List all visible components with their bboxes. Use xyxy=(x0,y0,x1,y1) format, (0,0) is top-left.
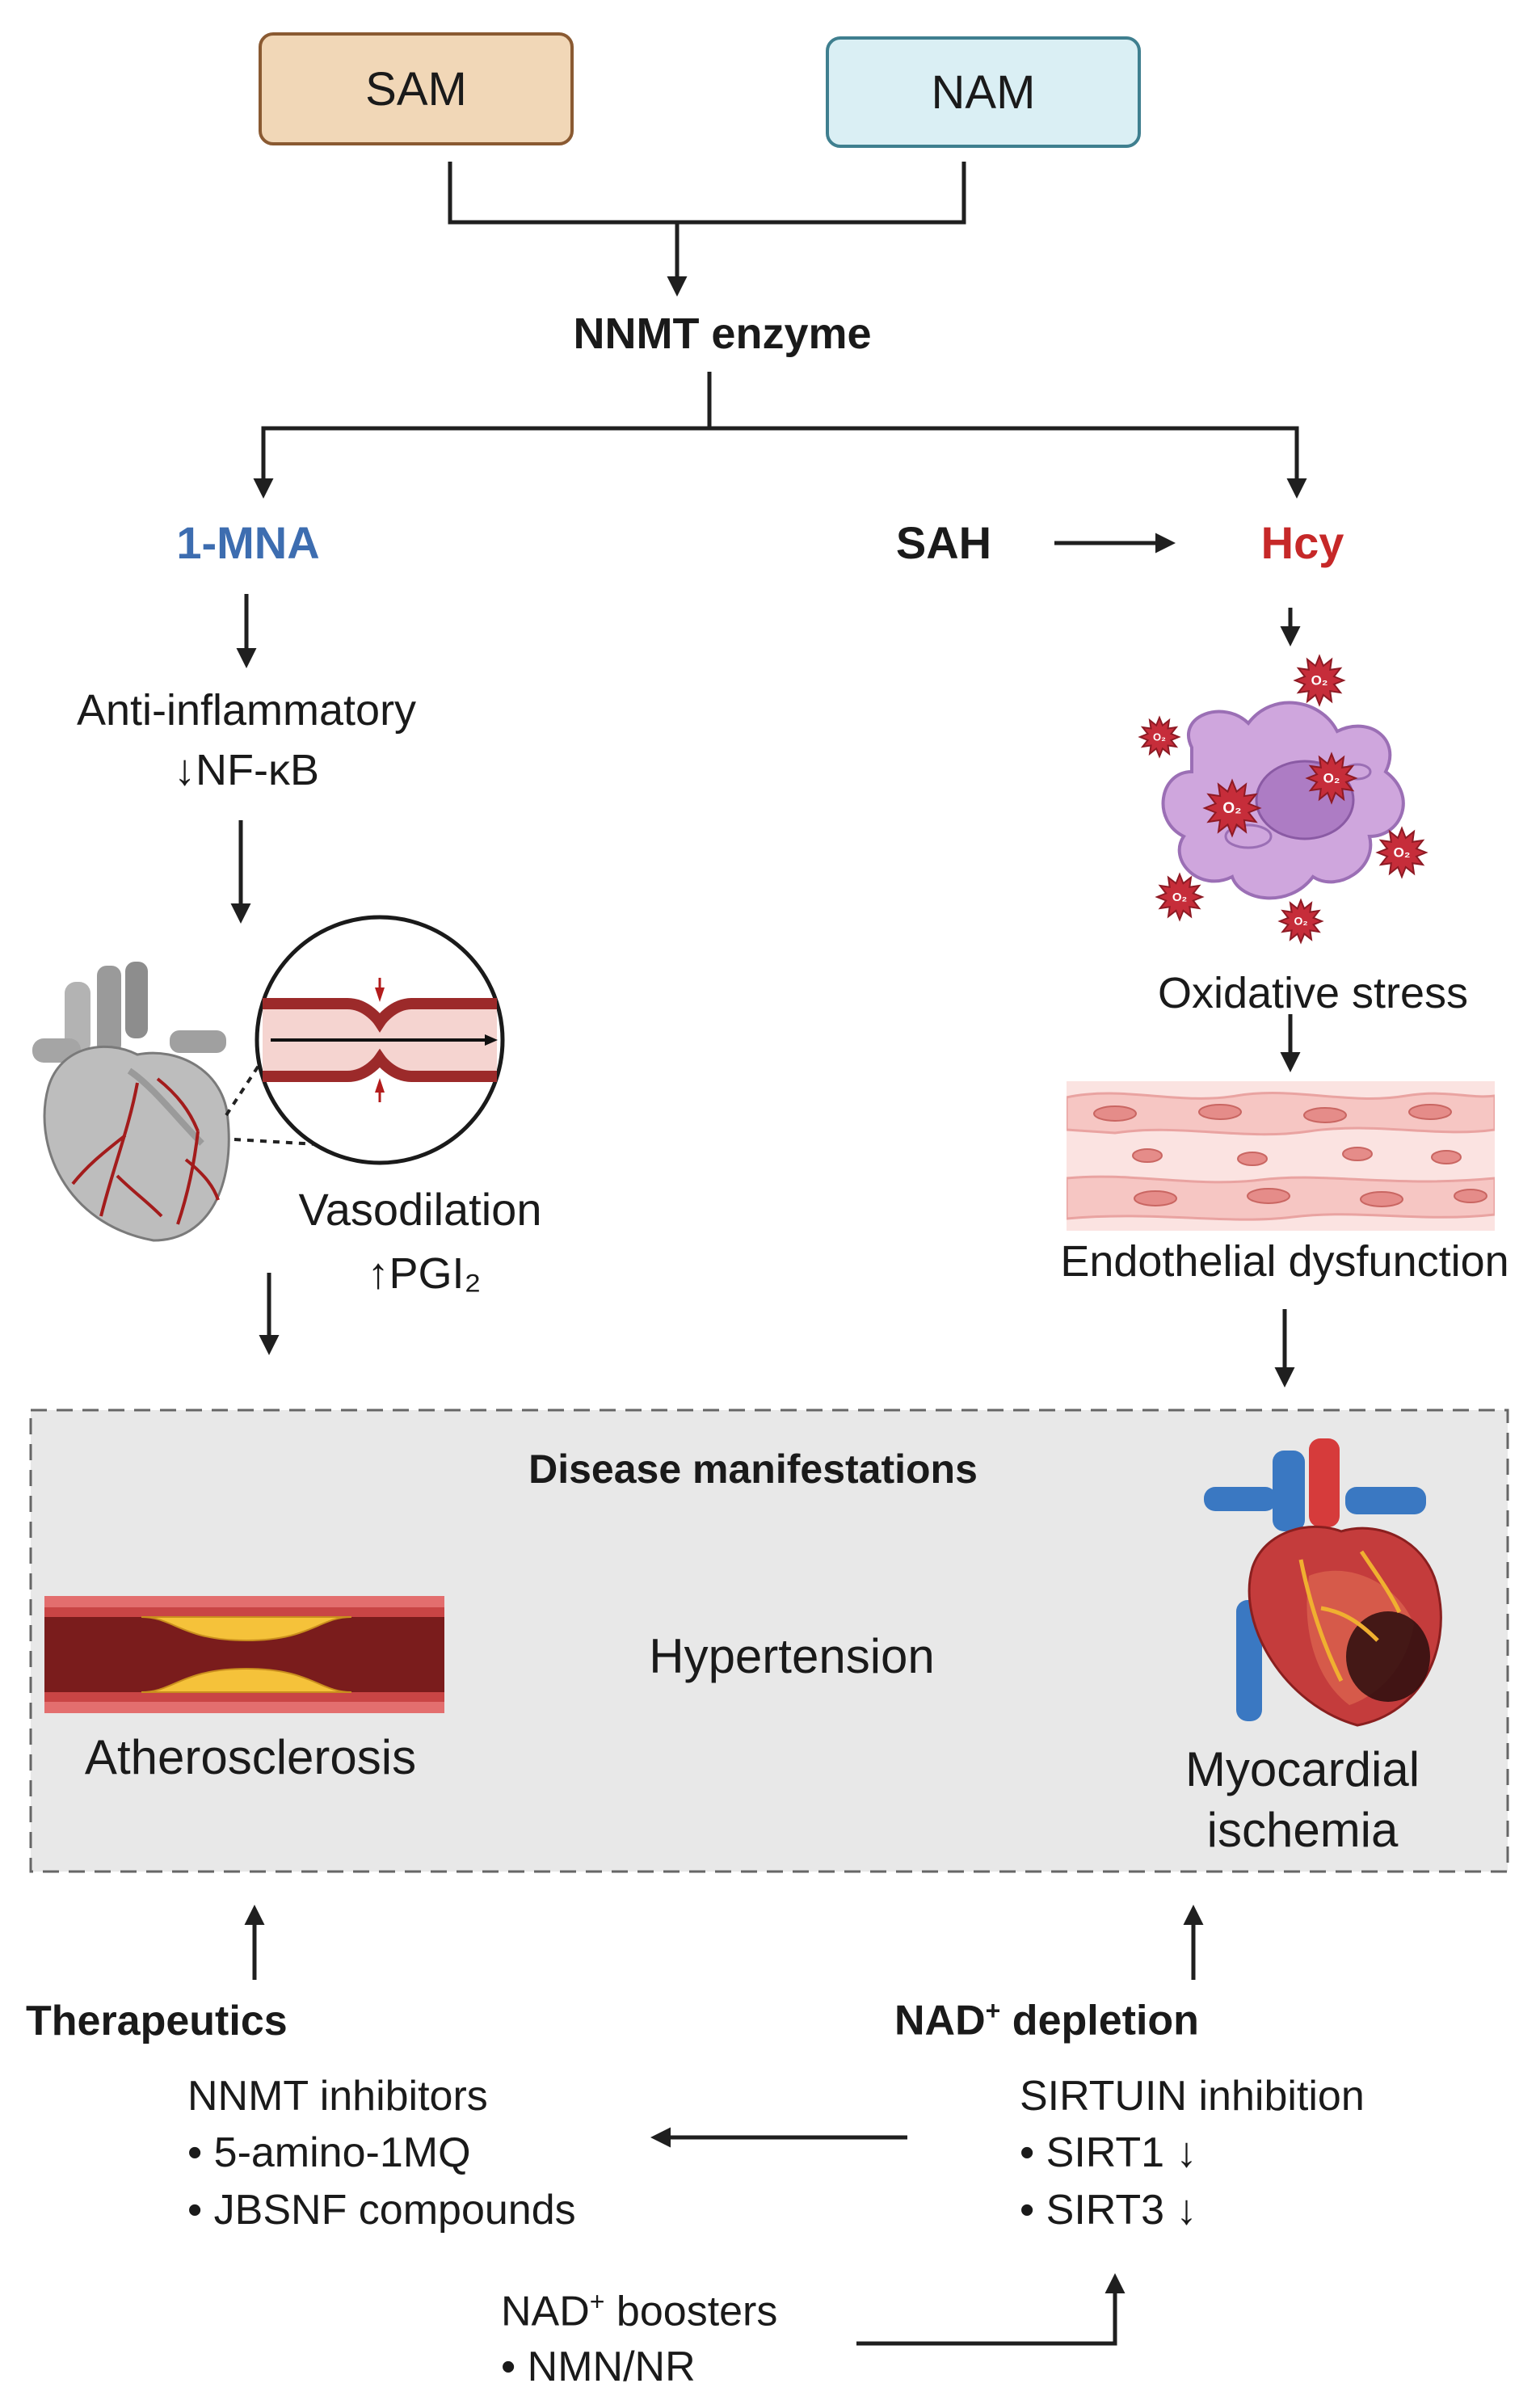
sam-box: SAM xyxy=(259,32,574,145)
o2-radical-label: O₂ xyxy=(1153,731,1166,743)
sirt3-item: • SIRT3 ↓ xyxy=(1020,2187,1197,2234)
inhibitor-item-5-amino-1mq: • 5-amino-1MQ xyxy=(187,2129,471,2176)
hcy-label: Hcy xyxy=(1260,517,1344,568)
sirtuin-inhibition-label: SIRTUIN inhibition xyxy=(1020,2073,1365,2120)
hypertension-label: Hypertension xyxy=(649,1629,935,1683)
sah-label: SAH xyxy=(895,517,992,568)
nam-box: NAM xyxy=(826,36,1141,148)
nam-label: NAM xyxy=(931,65,1036,119)
o2-radical-label: O₂ xyxy=(1311,672,1328,688)
inhibitor-item-jbsnf: • JBSNF compounds xyxy=(187,2187,576,2234)
nmn-nr-item: • NMN/NR xyxy=(501,2343,696,2390)
pgi2-label: ↑PGI₂ xyxy=(367,1249,482,1298)
o2-radical-label: O₂ xyxy=(1294,915,1307,928)
vasodilation-label: Vasodilation xyxy=(298,1184,542,1235)
disease-title: Disease manifestations xyxy=(528,1446,978,1492)
nfkb-label: ↓NF-κB xyxy=(174,746,319,794)
o2-radical-label: O₂ xyxy=(1323,770,1340,785)
myocardial-line2-label: ischemia xyxy=(1206,1803,1399,1857)
therapeutics-title: Therapeutics xyxy=(26,1998,288,2044)
o2-radical-label: O₂ xyxy=(1394,844,1411,860)
oxidative-stress-label: Oxidative stress xyxy=(1157,969,1469,1017)
anti-inflammatory-label: Anti-inflammatory xyxy=(76,686,417,735)
endothelial-dysfunction-label: Endothelial dysfunction xyxy=(1060,1237,1509,1286)
arrow-boosters-to-sirtuin xyxy=(856,2273,1126,2346)
o2-radical-icon: O₂ xyxy=(1277,898,1324,945)
nnmt-inhibitors-label: NNMT inhibitors xyxy=(187,2073,488,2120)
o2-radical-label: O₂ xyxy=(1172,891,1187,904)
sam-label: SAM xyxy=(365,62,467,116)
split-connector xyxy=(261,426,1299,491)
o2-radical-icon: O₂ xyxy=(1305,752,1358,805)
myocardial-line1-label: Myocardial xyxy=(1184,1742,1420,1796)
heart-illustration xyxy=(32,962,230,1242)
sirt1-item: • SIRT1 ↓ xyxy=(1020,2129,1197,2176)
o2-radical-icon: O₂ xyxy=(1375,826,1428,879)
vessel-magnifier xyxy=(225,915,505,1165)
o2-radical-icon: O₂ xyxy=(1155,872,1205,922)
o2-radical-label: O₂ xyxy=(1222,800,1241,817)
ischemic-heart-illustration xyxy=(1204,1438,1442,1727)
o2-radical-icon: O₂ xyxy=(1202,778,1262,838)
nad-depletion-title: NAD+ depletion xyxy=(894,1996,1199,2044)
merge-connector xyxy=(448,162,966,225)
o2-radical-icon: O₂ xyxy=(1293,654,1346,707)
atherosclerosis-label: Atherosclerosis xyxy=(84,1730,417,1784)
o2-radical-icon: O₂ xyxy=(1138,715,1181,759)
endothelium-illustration xyxy=(1067,1081,1495,1231)
nad-boosters-label: NAD+ boosters xyxy=(501,2287,778,2335)
mna-label: 1-MNA xyxy=(176,517,320,568)
enzyme-label: NNMT enzyme xyxy=(573,310,872,358)
atherosclerosis-artery-illustration xyxy=(44,1596,444,1713)
oxidative-cell-illustration xyxy=(1161,701,1405,900)
